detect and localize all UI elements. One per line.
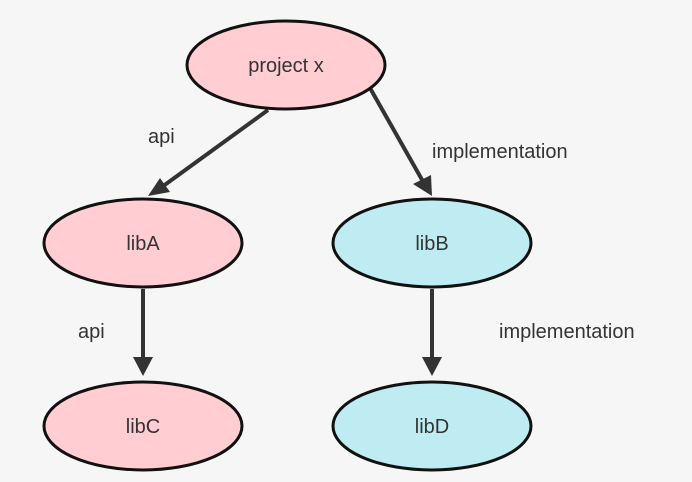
node-libD[interactable]: libD xyxy=(331,380,533,472)
node-label: libD xyxy=(415,416,449,438)
edge-label-libB-libD: implementation xyxy=(499,321,635,343)
edge-label-project-libA: api xyxy=(148,126,175,148)
edge-label-libA-libC: api xyxy=(78,321,105,343)
edge-libA-to-libC xyxy=(133,289,153,376)
node-libC[interactable]: libC xyxy=(42,380,244,472)
node-ellipse xyxy=(331,197,533,289)
arrowhead-icon xyxy=(413,175,432,196)
node-label: project x xyxy=(248,55,324,77)
node-label: libA xyxy=(126,233,160,255)
node-project-x[interactable]: project x xyxy=(185,19,387,111)
edge-project-to-libB xyxy=(368,87,432,196)
node-ellipse xyxy=(331,380,533,472)
arrowhead-icon xyxy=(148,178,170,196)
node-ellipse xyxy=(42,197,244,289)
arrowhead-icon xyxy=(133,357,153,376)
edge-line xyxy=(368,87,427,186)
node-label: libB xyxy=(415,233,448,255)
node-libB[interactable]: libB xyxy=(331,197,533,289)
edge-project-to-libA xyxy=(148,108,270,196)
node-label: libC xyxy=(126,416,160,438)
node-ellipse xyxy=(42,380,244,472)
node-libA[interactable]: libA xyxy=(42,197,244,289)
arrowhead-icon xyxy=(422,357,442,376)
node-ellipse xyxy=(185,19,387,111)
edge-label-project-libB: implementation xyxy=(432,141,568,163)
edge-libB-to-libD xyxy=(422,289,442,376)
edge-line xyxy=(153,108,270,194)
